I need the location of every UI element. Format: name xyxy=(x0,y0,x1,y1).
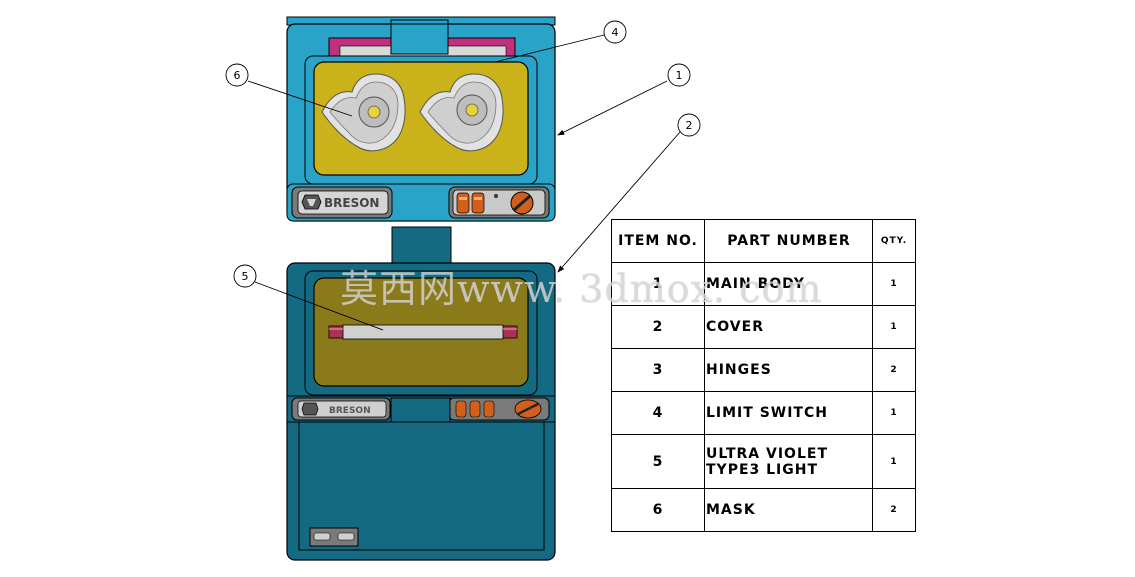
bom-part: HINGES xyxy=(704,348,873,392)
bom-row: 4 LIMIT SWITCH 1 xyxy=(611,391,916,435)
bom-item: 3 xyxy=(611,348,705,392)
bom-part: MAIN BODY xyxy=(704,262,873,306)
brand-logo-bottom: BRESON xyxy=(329,406,371,416)
svg-text:5: 5 xyxy=(242,270,249,283)
leader-2 xyxy=(557,131,681,273)
leader-lines xyxy=(247,34,681,331)
balloon-6: 6 xyxy=(225,63,249,87)
bom-row: 6 MASK 2 xyxy=(611,488,916,532)
bom-part-line1: HINGES xyxy=(706,362,772,378)
bom-part: MASK xyxy=(704,488,873,532)
bom-qty: 1 xyxy=(872,434,916,489)
leader-1 xyxy=(557,80,668,136)
bill-of-materials: ITEM NO. PART NUMBER QTY. 1 MAIN BODY 1 … xyxy=(611,219,916,532)
bom-part: LIMIT SWITCH xyxy=(704,391,873,435)
bom-qty: 1 xyxy=(872,262,916,306)
balloon-4: 4 xyxy=(603,20,627,44)
bom-item: 2 xyxy=(611,305,705,349)
leader-4 xyxy=(494,34,605,63)
bom-qty: 1 xyxy=(872,391,916,435)
bom-part: COVER xyxy=(704,305,873,349)
vent-slot-1 xyxy=(313,532,331,541)
header-item-no: ITEM NO. xyxy=(611,219,705,263)
logo-plate-inner-top xyxy=(297,190,389,215)
bom-qty: 2 xyxy=(872,488,916,532)
hinge-tab-overlay xyxy=(390,23,449,55)
balloon-2: 2 xyxy=(677,113,701,137)
hinge-tab-bottom xyxy=(391,226,452,266)
svg-text:6: 6 xyxy=(234,69,241,82)
leader-6 xyxy=(247,80,353,117)
top-view: BRESON xyxy=(286,16,556,222)
balloon-1: 1 xyxy=(667,63,691,87)
logo-emblem-top xyxy=(301,194,322,210)
bom-qty: 2 xyxy=(872,348,916,392)
bom-header-row: ITEM NO. PART NUMBER QTY. xyxy=(611,219,916,263)
bottom-view: BRESON xyxy=(286,226,556,561)
bom-part-line1: MASK xyxy=(706,502,756,518)
bom-row: 3 HINGES 2 xyxy=(611,348,916,392)
brand-logo-top: BRESON xyxy=(324,196,379,210)
bom-part-line2: TYPE3 LIGHT xyxy=(706,461,819,478)
vent-plate xyxy=(309,527,359,547)
bom-qty: 1 xyxy=(872,305,916,349)
bom-part-line1: MAIN BODY xyxy=(706,276,805,292)
mask-right xyxy=(419,73,504,152)
uv-light-tube xyxy=(328,324,518,340)
timer-knob-bottom xyxy=(514,399,542,419)
bom-item: 6 xyxy=(611,488,705,532)
timer-knob-top xyxy=(510,191,534,215)
logo-emblem-bottom xyxy=(301,402,319,416)
vent-slot-2 xyxy=(337,532,355,541)
svg-text:2: 2 xyxy=(686,119,693,132)
bom-row: 1 MAIN BODY 1 xyxy=(611,262,916,306)
indicator-lights-top xyxy=(456,192,498,214)
mask-left xyxy=(321,73,406,152)
bom-part-line1: COVER xyxy=(706,319,764,335)
bom-part-line1: LIMIT SWITCH xyxy=(706,405,828,421)
bom-item: 4 xyxy=(611,391,705,435)
bom-row: 2 COVER 1 xyxy=(611,305,916,349)
leader-5 xyxy=(254,281,384,331)
indicator-lights-bottom xyxy=(455,400,495,418)
bom-item: 1 xyxy=(611,262,705,306)
header-qty: QTY. xyxy=(872,219,916,263)
logo-plate-inner-bottom xyxy=(297,400,387,418)
svg-text:1: 1 xyxy=(676,69,683,82)
svg-text:4: 4 xyxy=(612,26,619,39)
bom-part-line1: ULTRA VIOLET xyxy=(706,445,828,462)
bom-item: 5 xyxy=(611,434,705,489)
balloon-5: 5 xyxy=(233,264,257,288)
header-part-number: PART NUMBER xyxy=(704,219,873,263)
